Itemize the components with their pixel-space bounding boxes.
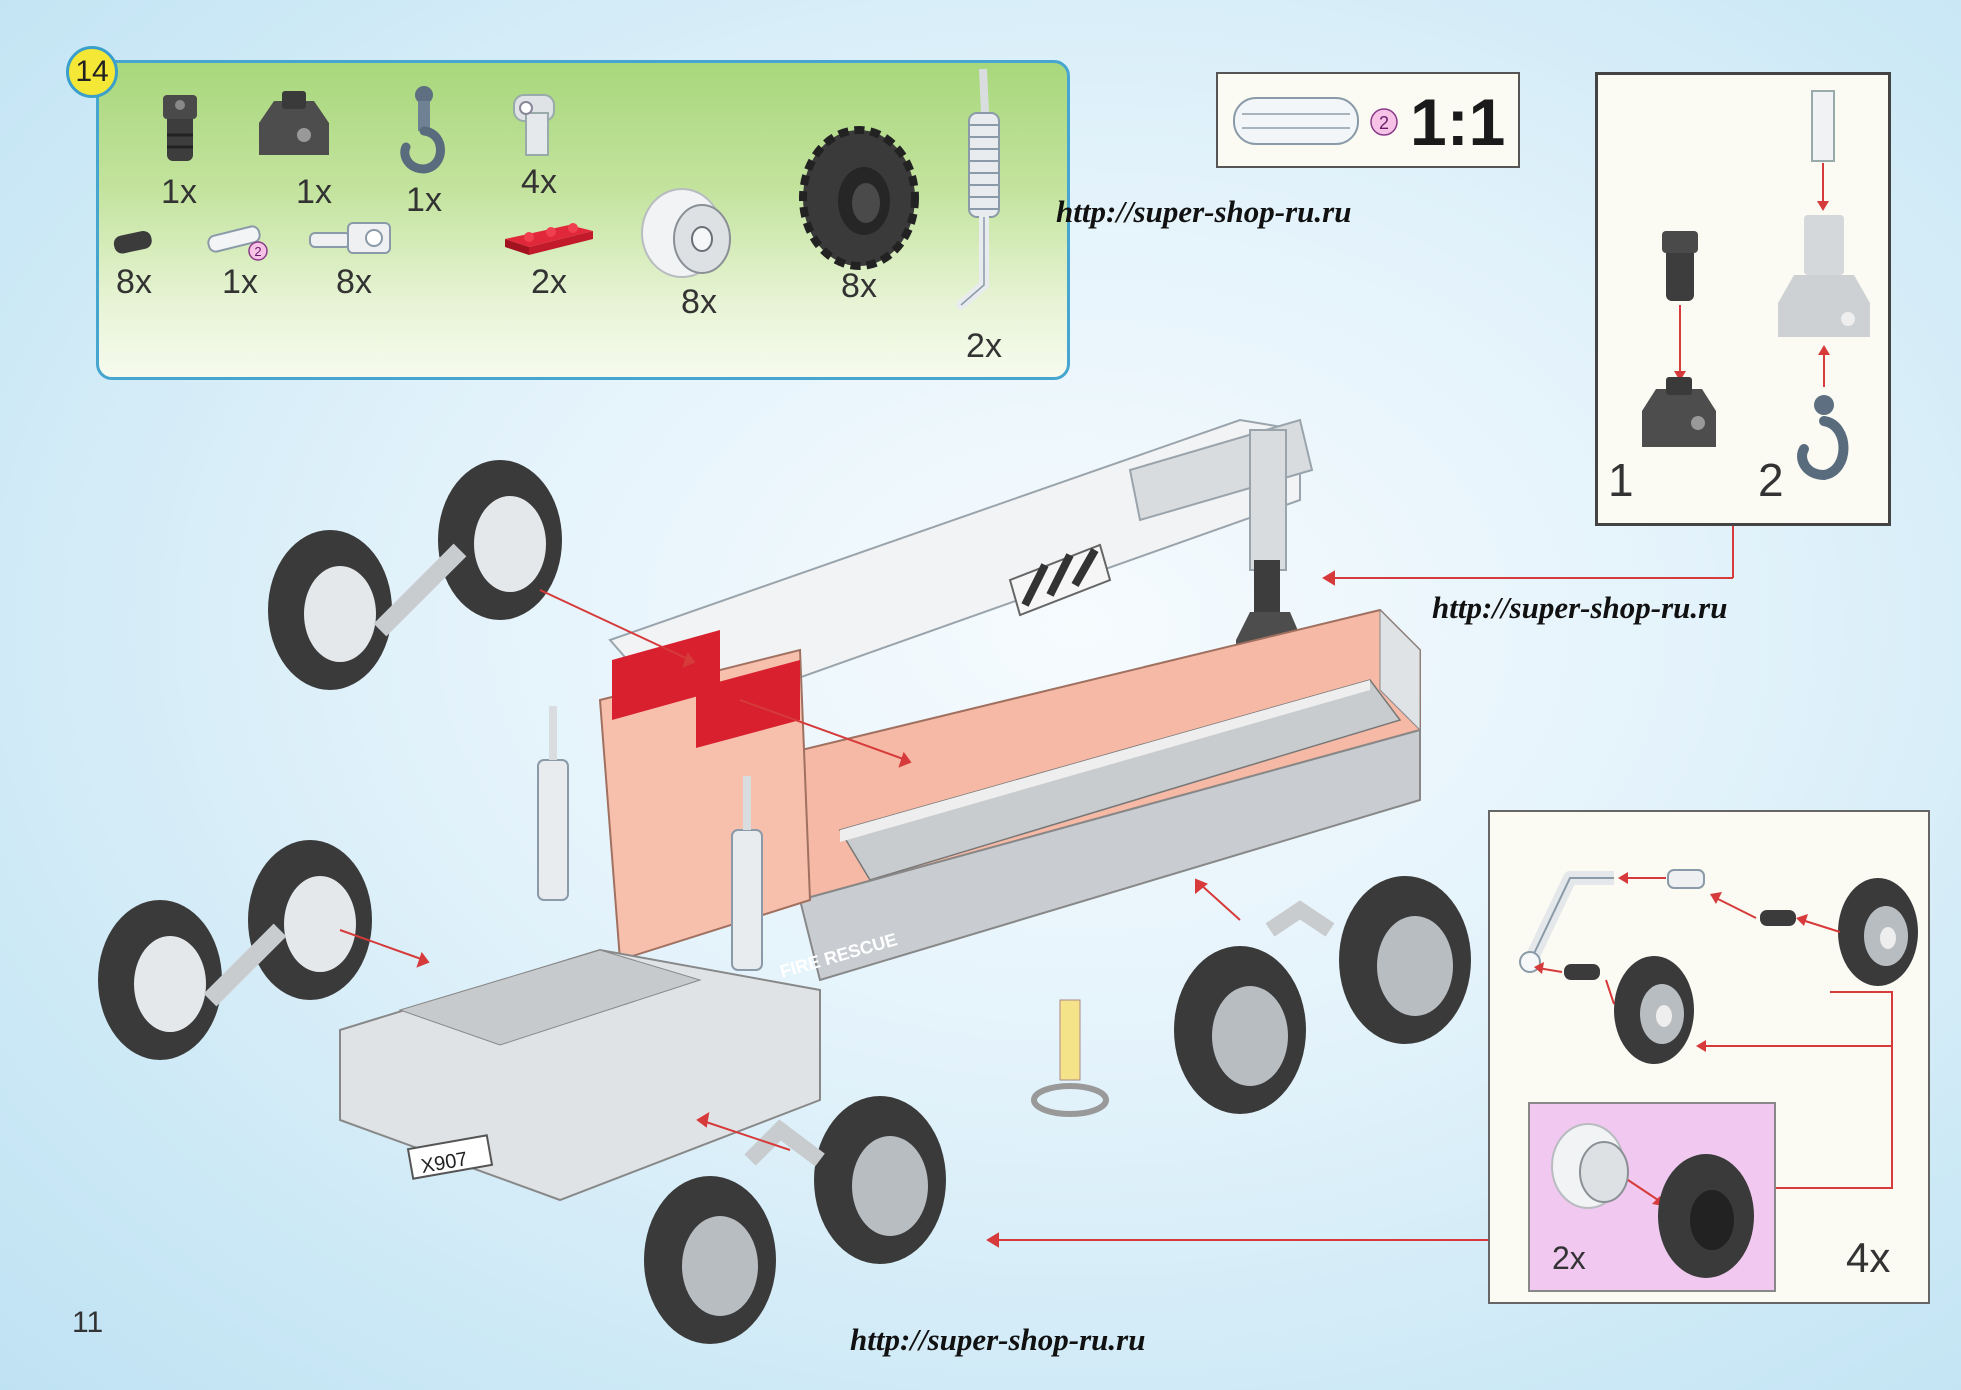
watermark-url-right: http://super-shop-ru.ru [1432, 590, 1728, 625]
license-plate: X907 [419, 1148, 469, 1178]
hook-icon [400, 86, 445, 174]
part-axle-2: 2 1x [195, 221, 285, 302]
axle-connector-icon [309, 222, 391, 254]
part-qty: 8x [681, 283, 717, 321]
axle-scale-box: 2 1:1 [1216, 72, 1520, 168]
assembly-count: 4x [1846, 1234, 1891, 1281]
part-exhaust-pipe: 2x [939, 63, 1029, 366]
part-rim: 8x [629, 183, 749, 322]
part-qty: 2x [966, 327, 1002, 365]
subassembly-hook-box: 1 2 [1595, 72, 1891, 526]
part-connector-peg: 1x [139, 83, 219, 212]
fire-rescue-label: FIRE RESCUE [778, 929, 900, 982]
axle-scale-icon: 2 [1233, 97, 1398, 145]
part-angle-connector: 4x [499, 83, 579, 202]
exhaust-pipe-icon [956, 68, 1000, 310]
part-pin: 8x [99, 223, 169, 302]
wheel-set-top-left [268, 460, 562, 690]
rim-tire-diagram [1551, 1123, 1754, 1278]
wheel-tire-box: 2x [1528, 1102, 1776, 1292]
scale-badge: 2 [1379, 113, 1389, 133]
wheel-set-middle-left [98, 840, 372, 1060]
hinge-block-icon [259, 91, 329, 155]
wheel-assembly-diagram [1519, 869, 1918, 1189]
tire-icon [799, 126, 919, 270]
wheel-set-right [1174, 876, 1471, 1114]
part-qty: 8x [841, 267, 877, 305]
rim-icon [641, 188, 731, 278]
subassembly-wheel-box: 2x 4x [1488, 810, 1930, 1304]
page-number: 11 [72, 1306, 104, 1339]
part-crane-hook: 1x [389, 81, 459, 220]
wheel-count: 2x [1552, 1240, 1586, 1276]
part-axle-connector: 8x [299, 213, 409, 302]
axle-length-badge: 2 [254, 244, 261, 259]
part-red-plate: 2x [499, 213, 599, 302]
part-qty: 1x [222, 263, 258, 301]
angle-connector-icon [513, 94, 555, 156]
hook-assembly-diagram [1642, 90, 1870, 481]
part-tire: 8x [789, 123, 929, 306]
part-qty: 8x [116, 263, 152, 301]
axle-icon: 2 [207, 225, 268, 261]
red-plate-icon [505, 223, 593, 255]
part-hinge-block: 1x [239, 83, 349, 212]
part-qty: 1x [161, 173, 197, 211]
part-qty: 2x [531, 263, 567, 301]
subassembly-step-2: 2 [1758, 454, 1784, 506]
scale-ratio: 1:1 [1410, 85, 1506, 159]
part-qty: 8x [336, 263, 372, 301]
connector-peg-icon [163, 95, 197, 161]
pin-icon [113, 230, 152, 254]
part-qty: 1x [406, 181, 442, 219]
part-qty: 4x [521, 163, 557, 201]
subassembly-step-1: 1 [1608, 454, 1634, 506]
wheel-set-bottom [644, 1096, 946, 1344]
watermark-url-bottom: http://super-shop-ru.ru [850, 1322, 1146, 1357]
parts-panel: 1x 1x 1x 4x 8x 2 [96, 60, 1070, 380]
part-qty: 1x [296, 173, 332, 211]
watermark-url-top: http://super-shop-ru.ru [1056, 194, 1352, 229]
step-number-badge: 14 [66, 46, 118, 98]
